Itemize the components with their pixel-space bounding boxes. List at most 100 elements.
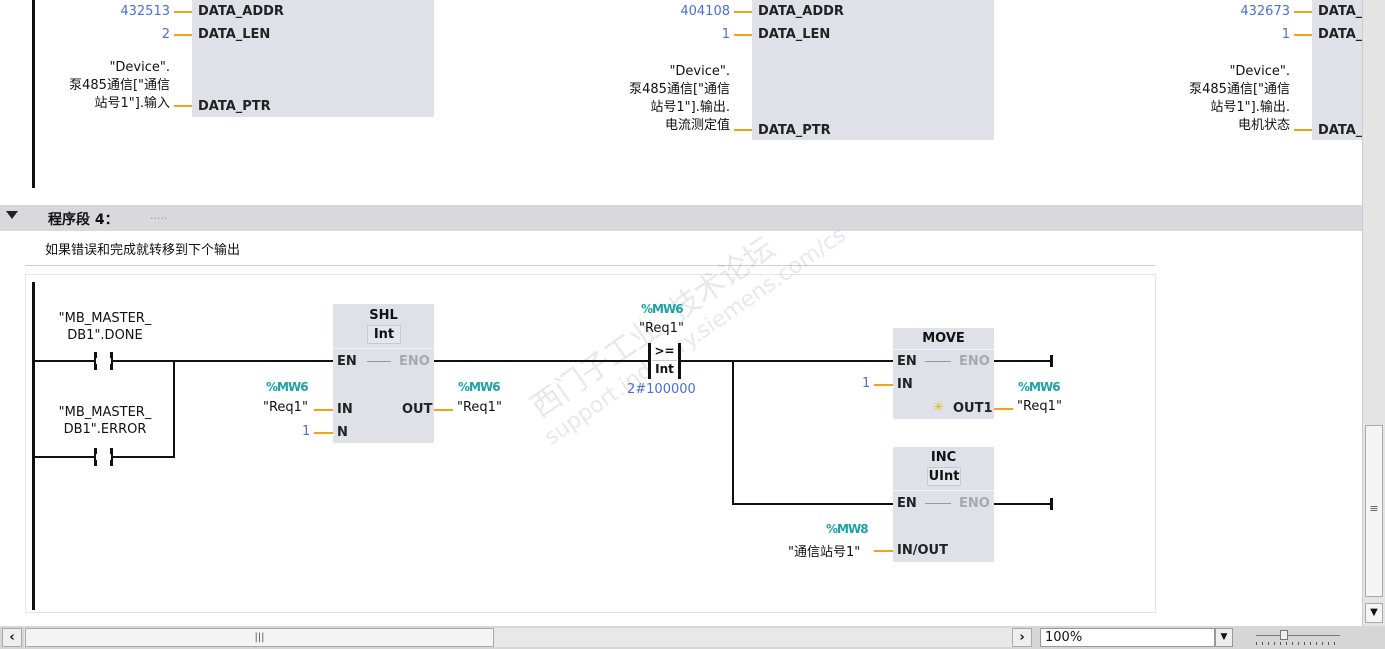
ptr-line: 电流测定值 [664,118,730,133]
ptr-line: 泵485通信["通信 [1189,82,1290,97]
compare-operator: >= [654,344,675,358]
pin-en: EN [337,354,357,369]
pin-data-len: DATA_LEN [1318,27,1362,42]
network-title: 程序段 4： [48,212,119,228]
wire [173,360,175,458]
operand-tag[interactable]: "Req1" [457,400,502,415]
scrollbar-thumb[interactable]: ||| [25,628,494,647]
pin-data-addr: DATA_ADDR [1318,4,1362,19]
wire [34,360,333,362]
operand-address: %MW6 [266,380,309,394]
compare-value[interactable]: 2#100000 [627,382,696,397]
operand-tag[interactable]: "通信站号1" [788,545,861,560]
addr-value[interactable]: 432513 [120,4,170,19]
zoom-slider-handle[interactable] [1280,630,1288,640]
block-name: SHL [369,308,398,323]
operand-address: %MW6 [458,380,501,394]
addr-value[interactable]: 432673 [1240,4,1290,19]
pin-in: IN [897,377,913,392]
network-title-comment[interactable]: ..... [150,209,168,222]
scroll-down-icon[interactable]: ▼ [1365,603,1383,623]
pin-eno: ENO [399,354,430,369]
ptr-operand[interactable]: "Device". 泵485通信["通信 站号1"].输入 [69,59,170,113]
pin-data-len: DATA_LEN [198,27,271,42]
pin-n: N [337,425,348,440]
ptr-line: 电机状态 [1237,118,1290,133]
operand-address: %MW6 [1018,380,1061,394]
zoom-input[interactable]: 100% [1040,628,1215,647]
pin-data-ptr: DATA_PTR [1318,123,1362,138]
label-line: DB1".ERROR [63,422,147,437]
label-line: "MB_MASTER_ [58,405,152,420]
compare-type: Int [655,362,674,376]
ptr-operand[interactable]: "Device". 泵485通信["通信 站号1"].输出. 电机状态 [1189,63,1290,135]
wire [732,360,734,505]
operand-tag[interactable]: "Req1" [639,321,684,336]
ptr-line: 站号1"].输出. [1210,100,1290,115]
ptr-line: 站号1"].输出. [650,100,730,115]
pin-out: OUT [402,402,433,417]
network-body [25,274,1156,613]
block-name: INC [930,450,957,465]
scrollbar-thumb[interactable]: ≡ [1365,425,1383,597]
operand-tag[interactable]: "Req1" [263,400,308,415]
n-value[interactable]: 1 [302,424,311,439]
inc-block[interactable]: INC UInt EN ENO IN/OUT [893,447,994,562]
wire-end [1050,355,1053,367]
operand-address: %MW8 [826,522,869,536]
pin-eno: ENO [959,496,990,511]
power-rail [32,282,35,610]
pin-data-addr: DATA_ADDR [198,4,284,19]
pin-data-len: DATA_LEN [758,27,831,42]
pin-in: IN [337,402,353,417]
power-rail [32,0,35,188]
wire [434,360,650,362]
pin-out1: OUT1 [953,401,993,416]
wire [994,503,1052,505]
pin-data-ptr: DATA_PTR [758,123,831,138]
block-type[interactable]: UInt [927,467,961,486]
pin-data-addr: DATA_ADDR [758,4,844,19]
ptr-line: 泵485通信["通信 [629,82,730,97]
scroll-right-icon[interactable]: › [1012,628,1032,647]
block-type[interactable]: Int [367,325,401,344]
len-value[interactable]: 2 [161,27,170,42]
collapse-triangle-icon[interactable] [6,211,18,219]
shl-block[interactable]: SHL Int EN ENO IN OUT N [333,304,434,443]
vertical-scrollbar[interactable]: ≡ ▼ [1362,0,1385,626]
network-header[interactable]: 程序段 4： ..... [0,205,1362,231]
pin-inout: IN/OUT [897,543,948,558]
ptr-line: "Device". [669,64,730,79]
ptr-line: "Device". [1229,64,1290,79]
wire [732,503,893,505]
horizontal-scrollbar[interactable]: ||| [24,628,1012,647]
ptr-line: "Device". [109,60,170,75]
move-block[interactable]: MOVE EN ENO IN ✳ OUT1 [893,328,994,419]
ptr-operand[interactable]: "Device". 泵485通信["通信 站号1"].输出. 电流测定值 [629,63,730,135]
label-line: DB1".DONE [67,328,143,343]
pin-en: EN [897,496,917,511]
len-value[interactable]: 1 [1281,27,1290,42]
add-output-star-icon[interactable]: ✳ [933,400,944,415]
ptr-line: 泵485通信["通信 [69,78,170,93]
len-value[interactable]: 1 [721,27,730,42]
pin-data-ptr: DATA_PTR [198,99,271,114]
label-line: "MB_MASTER_ [58,311,152,326]
contact-error-label[interactable]: "MB_MASTER_ DB1".ERROR [50,404,160,438]
in-value[interactable]: 1 [862,376,871,391]
zoom-slider[interactable] [1256,630,1340,646]
wire [681,360,893,362]
scroll-left-icon[interactable]: ‹ [2,628,22,647]
pin-eno: ENO [959,354,990,369]
contact-done-label[interactable]: "MB_MASTER_ DB1".DONE [50,310,160,344]
block-name: MOVE [922,331,965,346]
pin-en: EN [897,354,917,369]
operand-address: %MW6 [641,302,684,316]
zoom-dropdown-icon[interactable]: ▼ [1215,628,1233,647]
ptr-line: 站号1"].输入 [94,96,170,111]
operand-tag[interactable]: "Req1" [1017,399,1062,414]
addr-value[interactable]: 404108 [680,4,730,19]
wire-end [1050,498,1053,510]
status-bar: ‹ ||| › 100% ▼ [0,626,1385,649]
network-comment[interactable]: 如果错误和完成就转移到下个输出 [45,243,241,258]
